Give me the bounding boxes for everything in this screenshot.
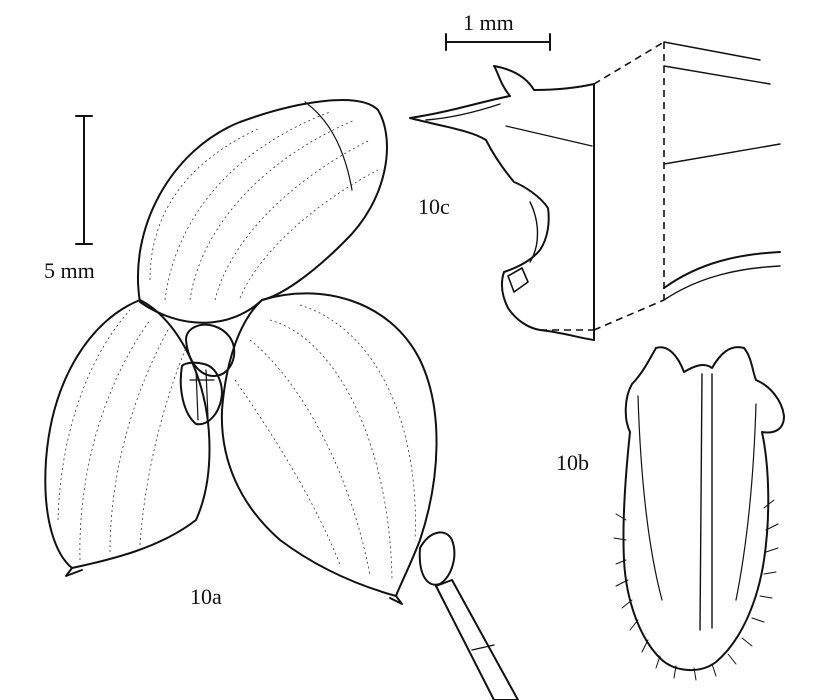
figure-10c-column: 10c bbox=[409, 41, 781, 341]
left-lateral-sepal bbox=[44, 299, 211, 569]
scale-bar-5mm-label: 5 mm bbox=[44, 258, 95, 283]
lip bbox=[179, 361, 223, 426]
figure-10a-label: 10a bbox=[190, 584, 222, 609]
figure-10b-lip: 10b bbox=[556, 346, 785, 681]
dorsal-sepal bbox=[136, 99, 388, 324]
column bbox=[185, 323, 236, 377]
lip-blade bbox=[622, 346, 785, 671]
scale-bar-1mm: 1 mm bbox=[445, 10, 551, 51]
figure-10b-label: 10b bbox=[556, 450, 589, 475]
pedicel bbox=[435, 579, 519, 700]
figure-10c-label: 10c bbox=[418, 194, 450, 219]
ovary bbox=[418, 531, 456, 586]
figure-10a-flower: 10a bbox=[44, 99, 519, 700]
right-lateral-sepal bbox=[220, 292, 438, 597]
column-outline bbox=[409, 65, 595, 341]
scale-bar-1mm-label: 1 mm bbox=[463, 10, 514, 35]
scale-bar-5mm: 5 mm bbox=[44, 115, 95, 283]
